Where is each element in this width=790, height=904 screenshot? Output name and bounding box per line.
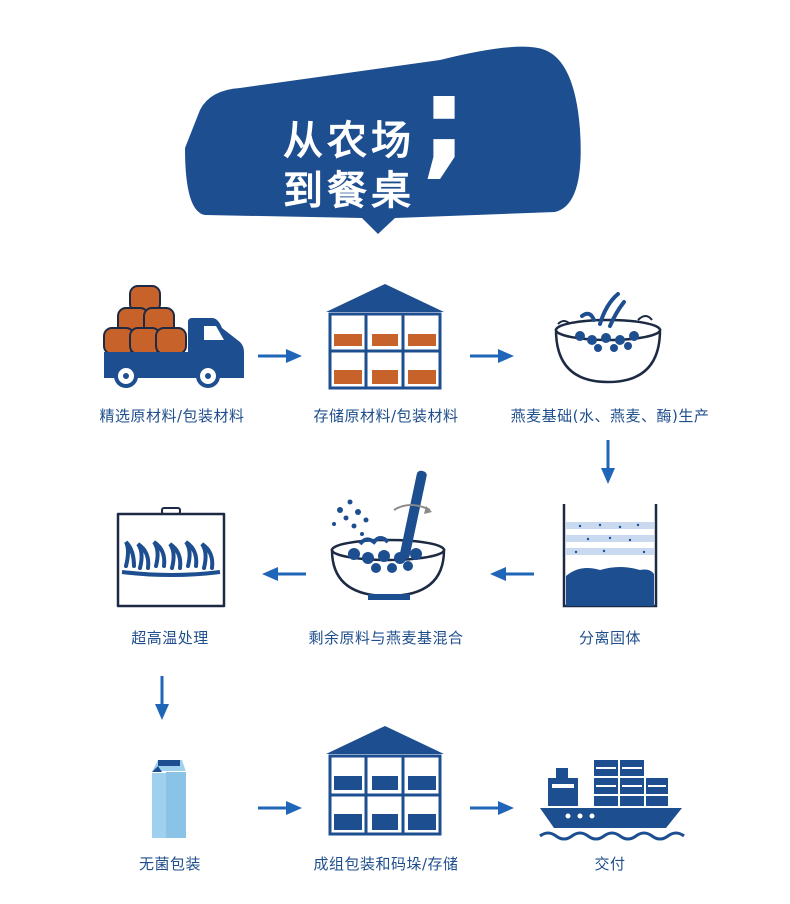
arrow-left-2 <box>262 567 306 581</box>
step-label-separate: 分离固体 <box>578 629 642 647</box>
warehouse-orange-icon <box>326 284 444 390</box>
separation-tank-icon <box>562 504 658 608</box>
carton-icon <box>152 760 186 838</box>
stirring-bowl-icon <box>330 470 446 600</box>
arrow-down-1 <box>601 440 615 484</box>
mixing-bowl-icon <box>554 292 662 384</box>
arrow-right-3 <box>258 801 302 815</box>
banner-title-line1: 从农场 <box>283 118 415 164</box>
banner-semicolon-mark: ; <box>420 52 468 191</box>
step-label-palletize: 成组包装和码垛/存储 <box>313 855 459 873</box>
arrow-right-2 <box>470 349 514 363</box>
cargo-ship-icon <box>539 760 685 841</box>
truck-with-sacks-icon <box>103 285 244 388</box>
step-label-select: 精选原材料/包装材料 <box>99 407 245 425</box>
arrow-right-1 <box>258 349 302 363</box>
step-label-deliver: 交付 <box>594 855 626 873</box>
title-banner <box>185 46 581 235</box>
warehouse-navy-icon <box>326 726 444 836</box>
arrow-left-1 <box>490 567 534 581</box>
step-label-oat-base: 燕麦基础(水、燕麦、酶)生产 <box>510 407 710 425</box>
arrow-down-2 <box>155 676 169 720</box>
step-label-store-raw: 存储原材料/包装材料 <box>313 407 459 425</box>
heating-tank-icon <box>116 507 226 608</box>
step-label-uht: 超高温处理 <box>131 629 209 647</box>
arrow-right-4 <box>470 801 514 815</box>
banner-title-line2: 到餐桌 <box>283 168 415 214</box>
step-label-aseptic: 无菌包装 <box>138 855 202 873</box>
step-label-mix: 剩余原料与燕麦基混合 <box>308 629 464 647</box>
